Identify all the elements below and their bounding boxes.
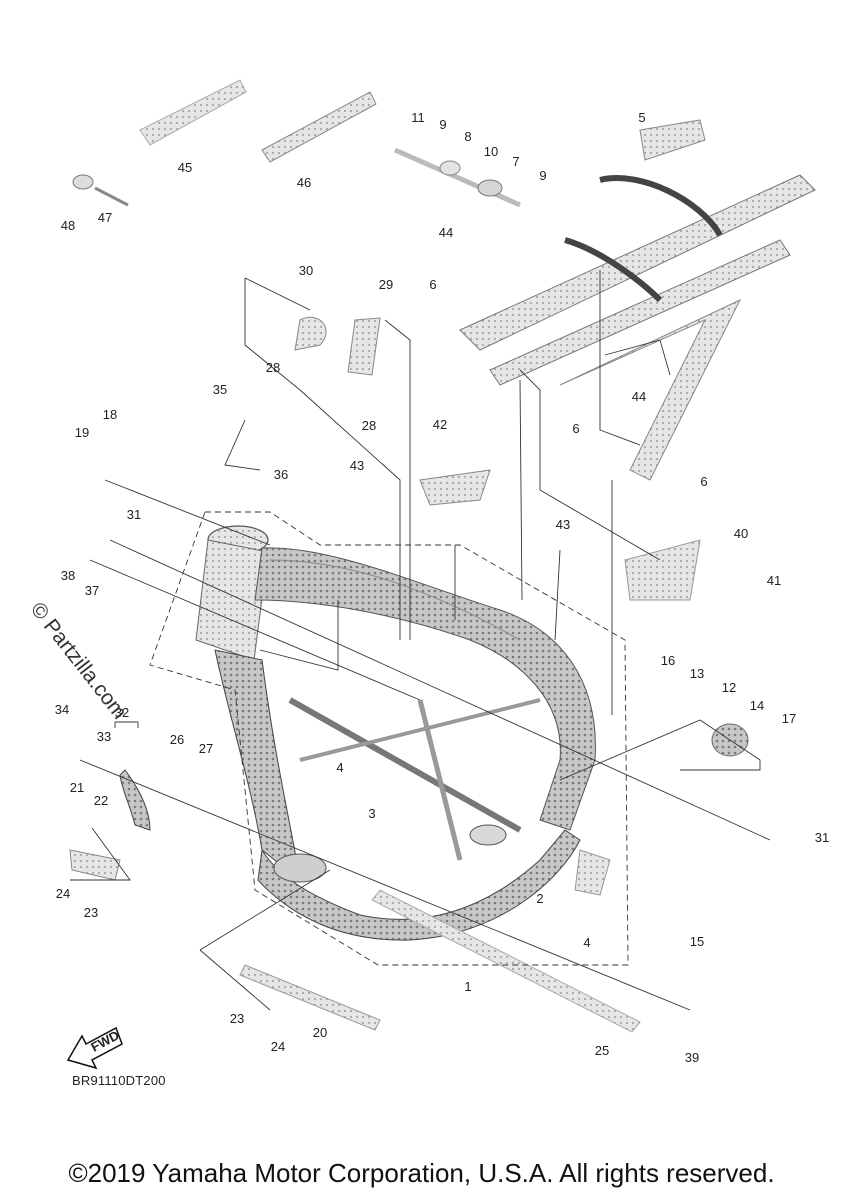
callout-c29: 29 [379,277,393,292]
callout-c6b: 6 [572,421,579,436]
copyright-footer: ©2019 Yamaha Motor Corporation, U.S.A. A… [68,1158,775,1188]
callout-c7: 7 [512,154,519,169]
callout-c46: 46 [297,175,311,190]
callout-c8: 8 [464,129,471,144]
callout-c43b: 43 [556,517,570,532]
callout-c42: 42 [433,417,447,432]
callout-c20: 20 [313,1025,327,1040]
callout-c25: 25 [595,1043,609,1058]
callout-c47: 47 [98,210,112,225]
callout-c16: 16 [661,653,675,668]
callout-c27: 27 [199,741,213,756]
callout-c21: 21 [70,780,84,795]
callout-c3: 3 [368,806,375,821]
callout-c11: 11 [411,110,425,125]
callout-c9b: 9 [539,168,546,183]
reference-lines [70,270,771,1011]
callout-c17: 17 [782,711,796,726]
callout-c44a: 44 [439,225,453,240]
callout-c35: 35 [213,382,227,397]
main-frame [195,525,596,941]
callout-c4a: 4 [336,760,343,775]
callout-c33: 33 [97,729,111,744]
callout-c1: 1 [464,979,471,994]
callout-c4b: 4 [583,935,590,950]
callout-c37: 37 [85,583,99,598]
callout-c40: 40 [734,526,748,541]
callout-c15: 15 [690,934,704,949]
callout-c31a: 31 [127,507,141,522]
callout-c6a: 6 [429,277,436,292]
diagram-code: BR91110DT200 [72,1073,166,1088]
callout-c38: 38 [61,568,75,583]
callout-c19: 19 [75,425,89,440]
callout-c32: 32 [115,705,129,720]
callout-c36: 36 [274,467,288,482]
callout-c28a: 28 [266,360,280,375]
callout-c22: 22 [94,793,108,808]
engine-outline-dashed [149,511,629,966]
callout-c48: 48 [61,218,75,233]
callout-c45: 45 [178,160,192,175]
callout-c5: 5 [638,110,645,125]
callout-c44b: 44 [632,389,646,404]
callout-c39: 39 [685,1050,699,1065]
rear-subframe [459,119,816,481]
callout-c10: 10 [484,144,498,159]
callout-c34: 34 [55,702,69,717]
callout-c24a: 24 [56,886,70,901]
callout-c30: 30 [299,263,313,278]
callout-c14: 14 [750,698,764,713]
callout-c23b: 23 [230,1011,244,1026]
callout-c43a: 43 [350,458,364,473]
callout-c6c: 6 [700,474,707,489]
callout-c2: 2 [536,891,543,906]
small-parts [69,79,749,1033]
fwd-arrow-icon: FWD [66,1026,123,1070]
callout-c9a: 9 [439,117,446,132]
callout-c12: 12 [722,680,736,695]
callout-c24b: 24 [271,1039,285,1054]
callout-c18: 18 [103,407,117,422]
callout-c31b: 31 [815,830,829,845]
callout-c28b: 28 [362,418,376,433]
callout-c41: 41 [767,573,781,588]
callout-c26: 26 [170,732,184,747]
callout-c13: 13 [690,666,704,681]
callout-c23a: 23 [84,905,98,920]
